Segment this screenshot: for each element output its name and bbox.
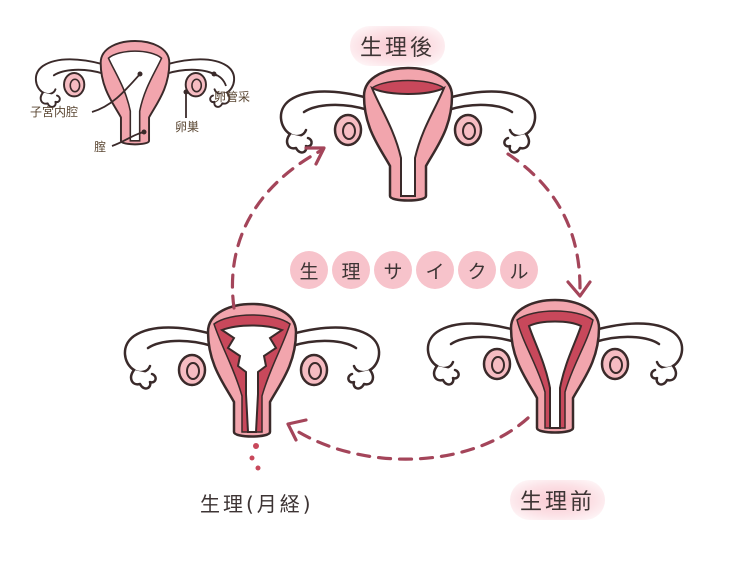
- cycle-title-char: イ: [416, 251, 454, 289]
- label-menstruation: 生理(月経): [200, 492, 314, 516]
- arrow-menstruation-to-after: [230, 148, 324, 310]
- reference-uterus: [34, 40, 236, 146]
- cycle-title-char: サ: [374, 251, 412, 289]
- blood-drop: [249, 455, 255, 461]
- cycle-title-char: 理: [332, 251, 370, 289]
- uterus-after: [279, 66, 537, 202]
- uterus-menstruation: [123, 302, 381, 438]
- anatomy-vagina: 腟: [94, 140, 107, 154]
- arrow-before-to-menstruation: [290, 416, 530, 461]
- anatomy-fimbria: 卵管采: [214, 90, 251, 104]
- label-after: 生理後: [350, 26, 446, 66]
- cycle-title-char: ル: [500, 251, 538, 289]
- blood-drop: [255, 465, 261, 471]
- arrow-head-after: [304, 146, 326, 166]
- cycle-title-char: 生: [290, 251, 328, 289]
- leader-vagina: [111, 131, 145, 147]
- uterus-before: [426, 298, 684, 434]
- cycle-title: 生 理 サ イ ク ル: [290, 251, 538, 289]
- leader-uterine-cavity: [91, 73, 141, 113]
- cycle-title-char: ク: [458, 251, 496, 289]
- arrow-head-menstruation: [286, 418, 308, 442]
- arrow-head-before: [566, 280, 592, 298]
- anatomy-uterine-cavity: 子宮内腔: [30, 105, 79, 119]
- arrow-after-to-before: [506, 152, 582, 290]
- anatomy-ovary: 卵巣: [175, 120, 200, 134]
- label-before: 生理前: [510, 480, 606, 520]
- blood-drop: [253, 443, 259, 449]
